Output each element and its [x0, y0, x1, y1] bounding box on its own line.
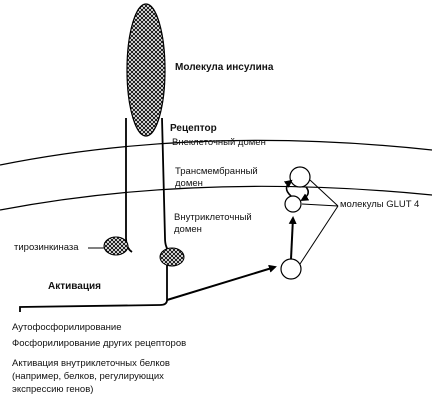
transmembrane-domain-label-2: домен: [175, 178, 203, 189]
glut4-cycle-arrow-right: [300, 186, 310, 202]
transmembrane-domain-label-1: Трансмембранный: [175, 166, 258, 177]
tyrosine-kinase-right: [159, 247, 185, 267]
receptor-left-subunit: [125, 118, 133, 253]
intracellular-domain-label-2: домен: [174, 224, 202, 235]
receptor-right-subunit: [161, 117, 171, 253]
example-line-2: экспрессию генов): [12, 384, 94, 395]
glut4-molecule-bottom: [280, 258, 302, 280]
glut4-molecule-middle: [284, 195, 302, 213]
autophosphorylation-label: Аутофосфорилирование: [12, 322, 122, 333]
tyrosine-kinase-left: [103, 236, 129, 256]
glut4-molecule-top: [289, 166, 311, 188]
insulin-molecule-label: Молекула инсулина: [175, 62, 274, 73]
glut4-pointer-3: [299, 205, 339, 265]
phosphorylation-other-label: Фосфорилирование других рецепторов: [12, 338, 187, 349]
membrane-inner-line: [0, 185, 432, 211]
glut4-pointer-2: [301, 203, 339, 207]
activation-proteins-label: Активация внутриклеточных белков: [12, 358, 170, 369]
glut4-translocation-arrow: [288, 216, 297, 260]
tyrosine-kinase-label: тирозинкиназа: [14, 242, 79, 253]
activation-label: Активация: [48, 281, 101, 292]
glut4-cycle-arrow-left: [283, 179, 293, 197]
intracellular-domain-label-1: Внутриклеточный: [174, 212, 252, 223]
extracellular-domain-label: Внеклеточный домен: [172, 137, 266, 148]
glut4-label: молекулы GLUT 4: [340, 199, 420, 210]
activation-to-glut4-arrow: [166, 264, 277, 301]
insulin-molecule-shape: [126, 3, 166, 137]
glut4-pointer-1: [309, 179, 339, 207]
membrane-outer-line: [0, 139, 432, 166]
activation-arrow: [19, 265, 168, 312]
receptor-label: Рецептор: [170, 123, 217, 134]
example-line-1: (например, белков, регулирующих: [12, 371, 164, 382]
